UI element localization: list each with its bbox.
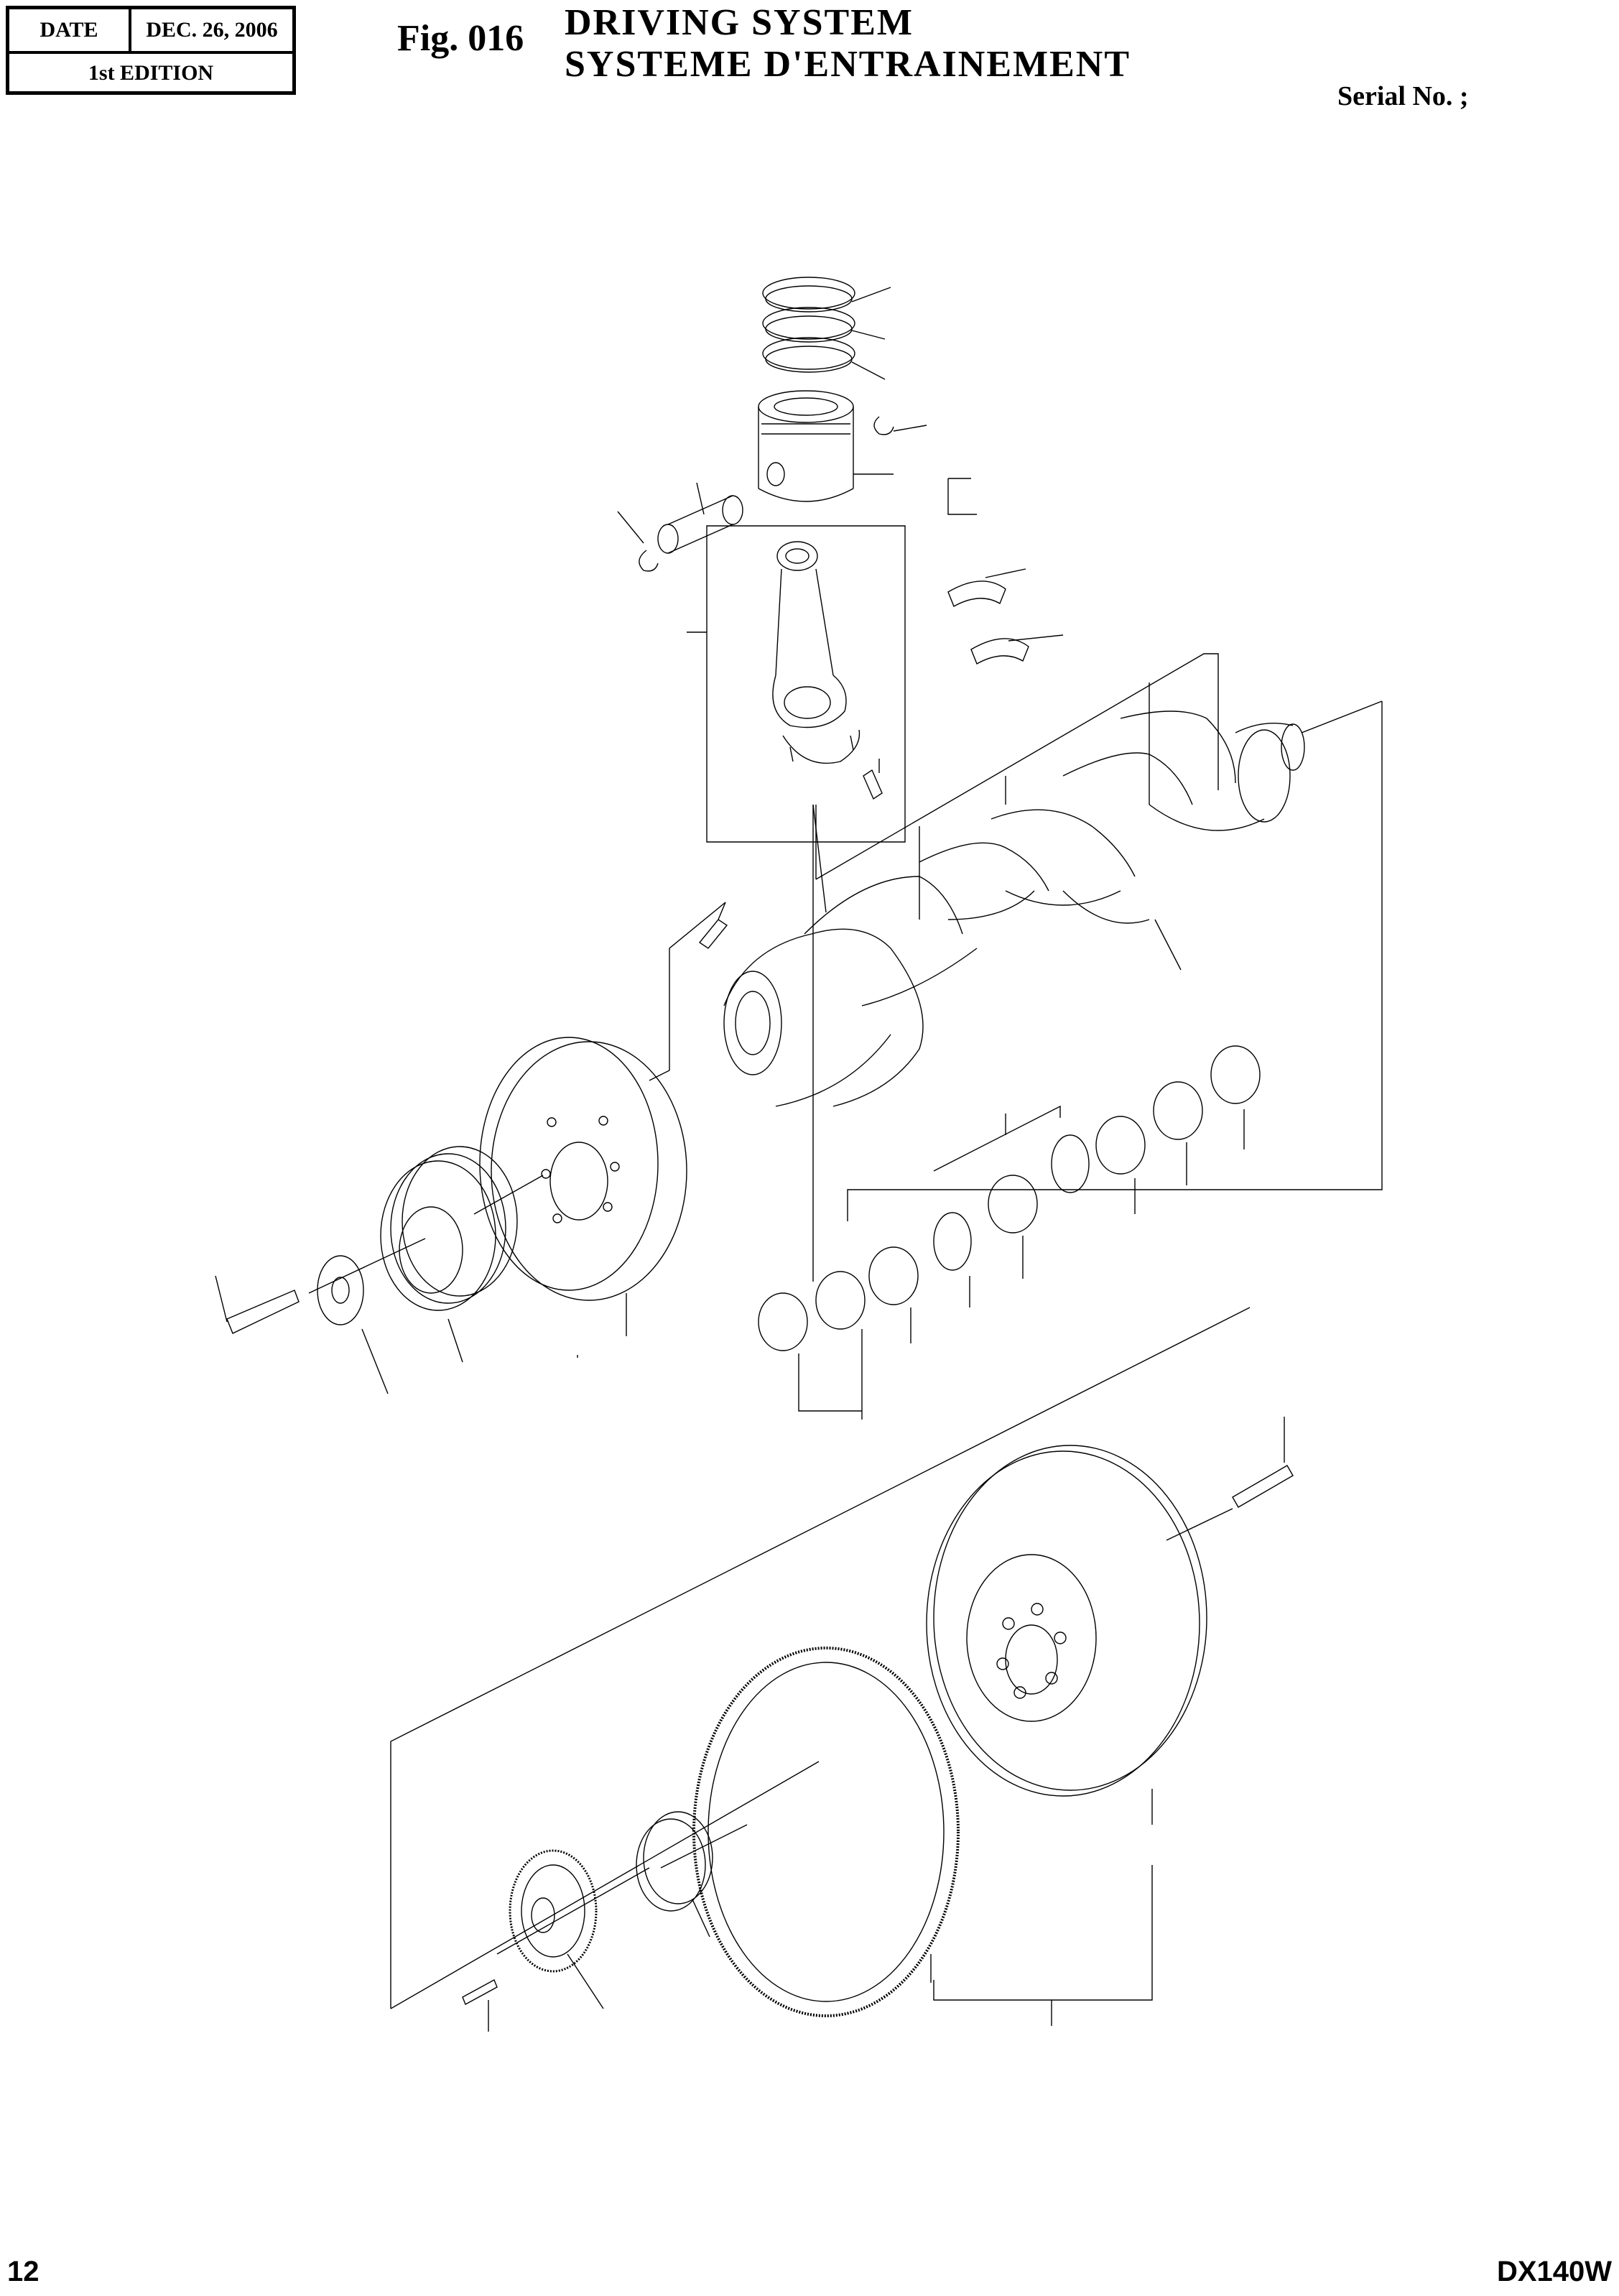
piston-rings: [763, 277, 891, 379]
date-edition-box: DATE DEC. 26, 2006 1st EDITION: [6, 6, 296, 95]
vibration-damper: [480, 1037, 687, 1358]
callout-lines-flywheel: [391, 1307, 1250, 2026]
page-number: 12: [7, 2256, 40, 2287]
title-english: DRIVING SYSTEM: [565, 2, 914, 43]
crankshaft: [724, 701, 1382, 1106]
piston-pin: [658, 483, 743, 553]
flywheel: [927, 1445, 1207, 1825]
flywheel-bolt: [1166, 1417, 1293, 1540]
piston: [759, 391, 894, 501]
crank-pulley: [381, 1147, 543, 1362]
piston-pin-circlip: [618, 417, 977, 571]
ring-gear: [694, 1648, 958, 2016]
dowel-pin: [463, 1980, 497, 2032]
date-value: DEC. 26, 2006: [146, 18, 278, 42]
crank-bolt-small: [649, 902, 727, 1080]
date-row: DATE DEC. 26, 2006: [9, 9, 292, 54]
model-name: DX140W: [1496, 2256, 1612, 2287]
figure-number: Fig. 016: [397, 18, 524, 59]
callout-lines-crank: [813, 654, 1382, 1282]
connecting-rod: [687, 526, 905, 842]
date-label: DATE: [9, 9, 131, 51]
main-bearings: [759, 1046, 1260, 1420]
title-french: SYSTEME D'ENTRAINEMENT: [565, 44, 1131, 85]
connecting-rod-bearings: [948, 569, 1063, 664]
pulley-washer: [317, 1256, 388, 1394]
crankshaft-gear: [510, 1851, 603, 2009]
seal-ring: [636, 1812, 713, 1937]
pulley-bolt: [215, 1239, 425, 1333]
serial-number-label: Serial No. ;: [1337, 81, 1469, 111]
edition-label: 1st EDITION: [88, 61, 214, 85]
